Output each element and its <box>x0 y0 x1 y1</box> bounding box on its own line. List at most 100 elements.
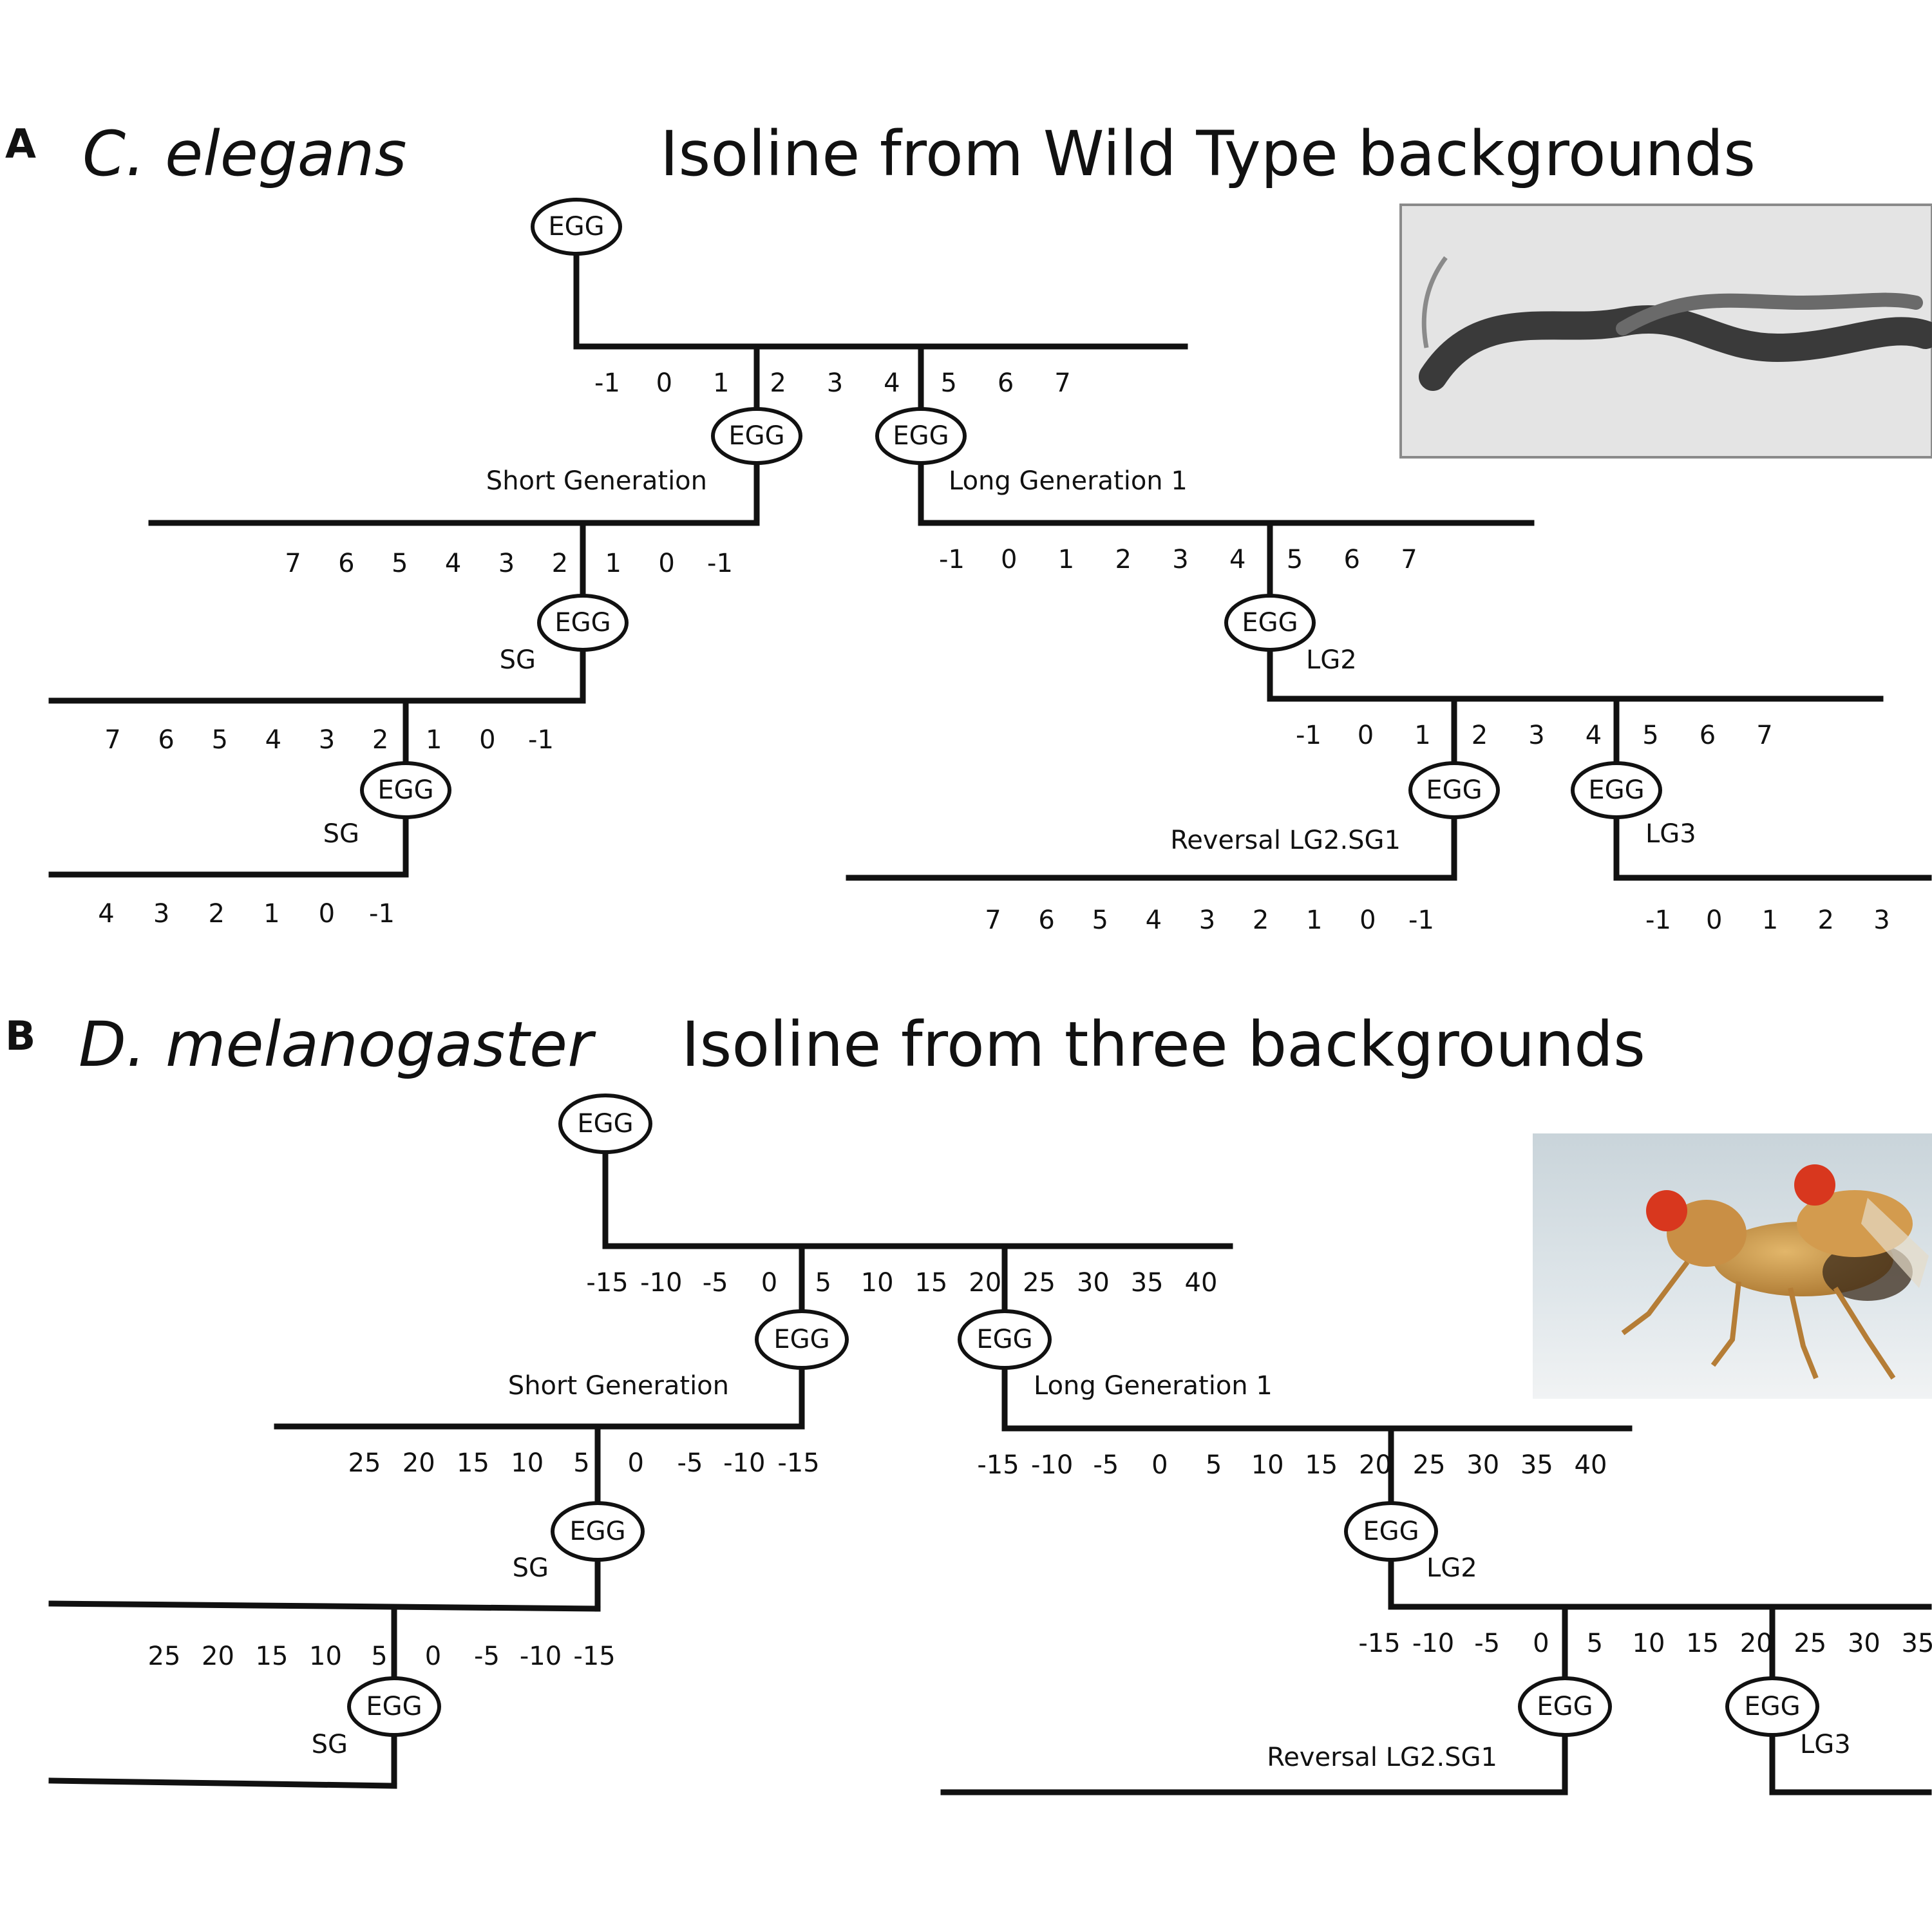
branch-label-sg: SG <box>513 1553 549 1583</box>
tick-label: 4 <box>1229 545 1245 574</box>
tick-label: 15 <box>256 1642 289 1671</box>
c-elegans-photo <box>1399 204 1932 459</box>
tick-label: 2 <box>552 549 568 578</box>
egg-label: EGG <box>1744 1692 1800 1721</box>
tick-label: 25 <box>1023 1268 1056 1298</box>
tick-label: -1 <box>1408 905 1434 935</box>
tick-label: 5 <box>1206 1450 1222 1480</box>
egg-label: EGG <box>773 1325 829 1354</box>
tick-label: 1 <box>263 899 279 929</box>
branch-label-long-generation: Long Generation 1 <box>949 466 1188 496</box>
tick-label: 20 <box>1740 1629 1773 1658</box>
egg-node: EGG <box>1571 761 1662 819</box>
egg-node: EGG <box>711 407 802 465</box>
tick-label: 35 <box>1902 1629 1932 1658</box>
tick-label: 0 <box>1706 905 1722 935</box>
tick-label: 35 <box>1131 1268 1164 1298</box>
egg-label: EGG <box>377 775 433 805</box>
panel-a-title: Isoline from Wild Type backgrounds <box>660 118 1756 190</box>
branch-label-lg2: LG2 <box>1306 645 1357 675</box>
panel-b-tree-lines <box>48 1150 1932 1795</box>
branch-label-sg: SG <box>323 819 359 849</box>
panel-b-title: Isoline from three backgrounds <box>681 1009 1645 1081</box>
tick-label: 40 <box>1575 1450 1607 1480</box>
tick-label: -1 <box>1645 905 1671 935</box>
tick-label: 15 <box>457 1448 489 1478</box>
egg-node: EGG <box>531 198 622 256</box>
egg-node: EGG <box>1725 1676 1819 1737</box>
tick-label: -10 <box>640 1268 682 1298</box>
tick-label: 0 <box>1358 721 1374 750</box>
tick-label: 40 <box>1185 1268 1218 1298</box>
tick-label: 7 <box>285 549 301 578</box>
egg-node: EGG <box>360 761 451 819</box>
egg-label: EGG <box>1242 608 1298 638</box>
tick-label: 25 <box>348 1448 381 1478</box>
panel-a-tree-lines <box>48 245 1932 881</box>
tick-label: 15 <box>1686 1629 1719 1658</box>
tick-label: 5 <box>371 1642 387 1671</box>
panel-b-species: D. melanogaster <box>79 1009 596 1081</box>
tick-label: 2 <box>208 899 224 929</box>
tick-label: 30 <box>1466 1450 1499 1480</box>
tick-label: 20 <box>202 1642 234 1671</box>
tick-label: 15 <box>1305 1450 1338 1480</box>
tick-label: 5 <box>212 725 228 755</box>
panel-a-species: C. elegans <box>82 118 406 190</box>
egg-node: EGG <box>875 407 967 465</box>
egg-node: EGG <box>755 1309 849 1370</box>
tick-label: 6 <box>1038 905 1054 935</box>
tick-label: 4 <box>98 899 114 929</box>
tick-label: 5 <box>573 1448 589 1478</box>
tick-label: 6 <box>158 725 174 755</box>
d-melanogaster-photo <box>1533 1133 1932 1399</box>
tick-label: 25 <box>148 1642 181 1671</box>
egg-node: EGG <box>1518 1676 1612 1737</box>
tick-label: 1 <box>426 725 442 755</box>
tick-label: 6 <box>1700 721 1716 750</box>
branch-label-lg2: LG2 <box>1426 1553 1477 1583</box>
tick-label: 3 <box>319 725 335 755</box>
tick-label: 0 <box>1001 545 1017 574</box>
tick-label: -15 <box>573 1642 615 1671</box>
tick-label: 7 <box>104 725 120 755</box>
tick-label: 25 <box>1794 1629 1826 1658</box>
branch-label-lg3: LG3 <box>1645 819 1696 849</box>
tick-label: 0 <box>1359 905 1376 935</box>
egg-label: EGG <box>893 421 949 451</box>
egg-label: EGG <box>554 608 611 638</box>
branch-label-lg3: LG3 <box>1800 1730 1851 1759</box>
tick-label: 3 <box>1528 721 1544 750</box>
egg-label: EGG <box>1588 775 1644 805</box>
tick-label: 2 <box>770 368 786 398</box>
tick-label: -1 <box>369 899 395 929</box>
tick-label: 6 <box>338 549 354 578</box>
egg-node: EGG <box>551 1501 645 1562</box>
tick-label: 0 <box>319 899 335 929</box>
tick-label: 5 <box>1587 1629 1603 1658</box>
egg-label: EGG <box>366 1692 422 1721</box>
tick-label: 10 <box>861 1268 894 1298</box>
tick-label: 2 <box>1818 905 1834 935</box>
tick-label: 35 <box>1520 1450 1553 1480</box>
branch-label-short-generation: Short Generation <box>508 1371 729 1401</box>
tick-label: -10 <box>1412 1629 1454 1658</box>
tick-label: 10 <box>1633 1629 1665 1658</box>
tick-label: -15 <box>777 1448 819 1478</box>
tick-label: -15 <box>977 1450 1019 1480</box>
tick-label: 3 <box>1172 545 1188 574</box>
tick-label: -1 <box>707 549 733 578</box>
tick-label: -10 <box>1031 1450 1073 1480</box>
branch-label-sg: SG <box>500 645 536 675</box>
